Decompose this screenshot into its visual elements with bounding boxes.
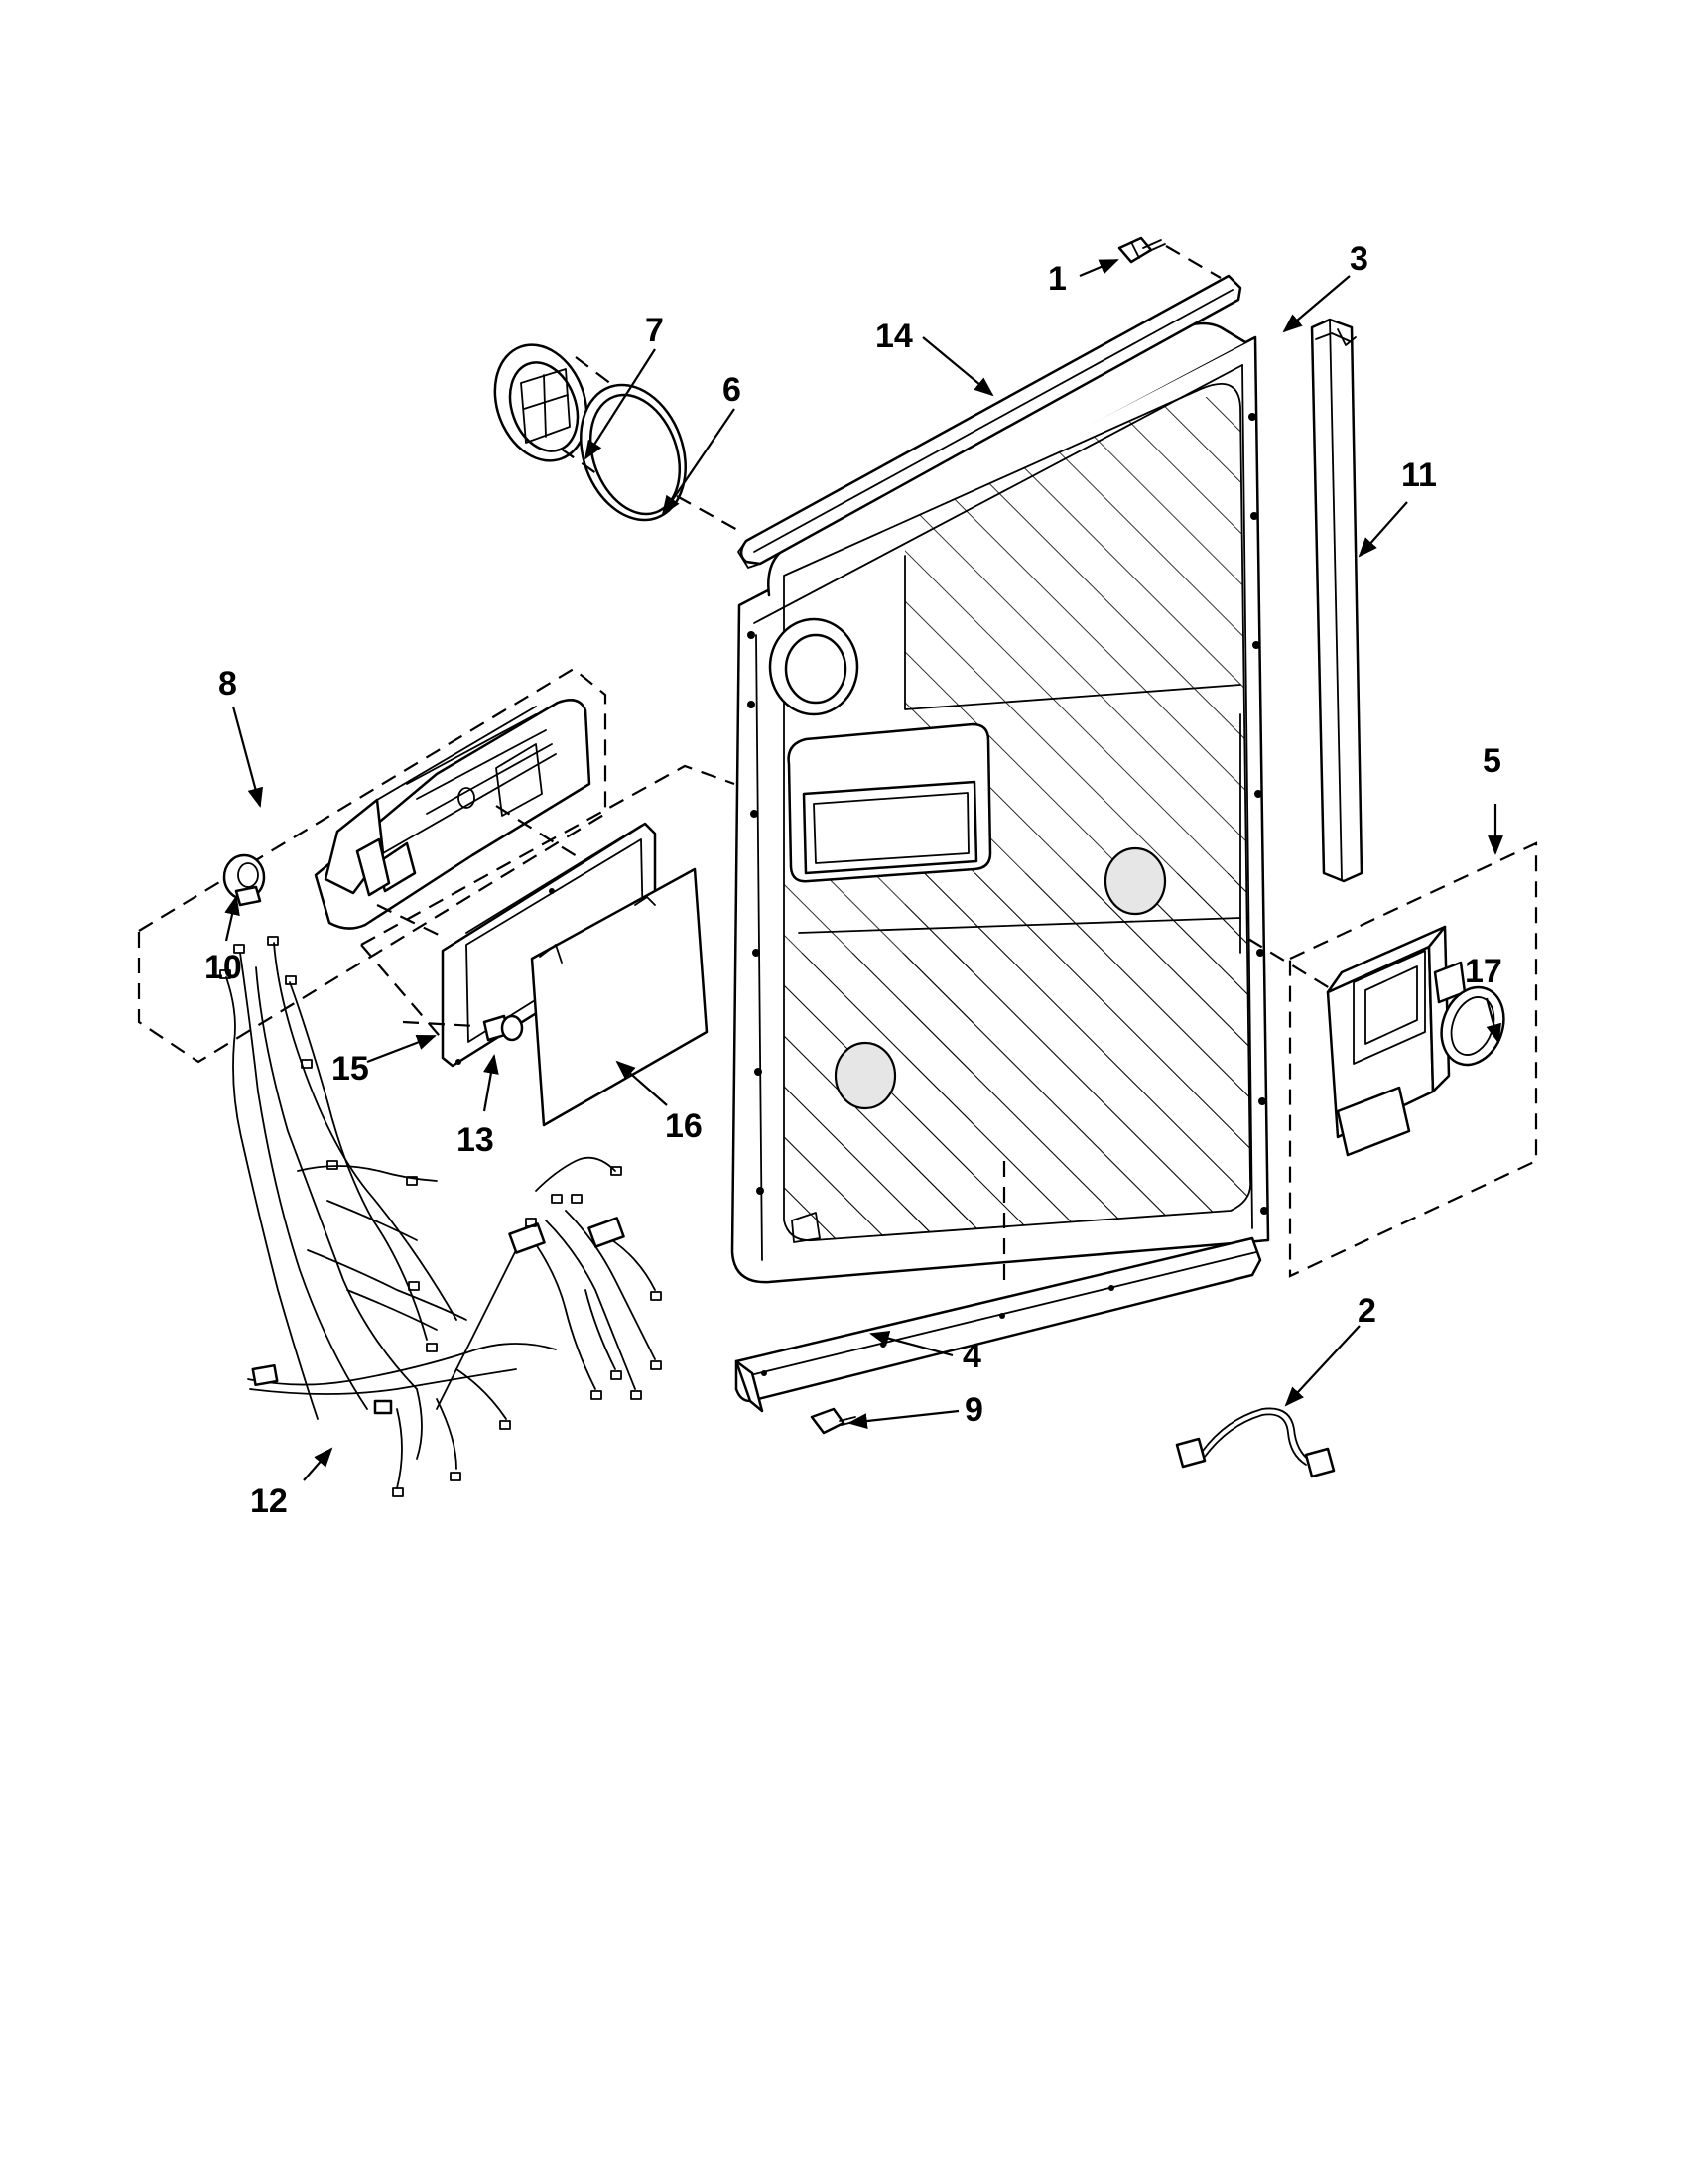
inner-door-panel — [730, 321, 1270, 1284]
screw-bottom — [810, 1407, 858, 1435]
vent-axis-line — [575, 356, 740, 532]
callout-12: 12 — [250, 1482, 288, 1520]
callout-11: 11 — [1401, 456, 1437, 494]
callout-leaders — [224, 258, 1503, 1481]
callout-4: 4 — [963, 1338, 981, 1375]
callout-10: 10 — [204, 949, 242, 986]
callout-5: 5 — [1483, 742, 1501, 780]
vent-cover — [493, 343, 588, 462]
screw-top — [1117, 236, 1222, 279]
top-trim-strip — [737, 274, 1242, 569]
callout-13: 13 — [456, 1121, 494, 1159]
vent-gasket — [580, 383, 687, 522]
callout-16: 16 — [665, 1107, 703, 1145]
callout-15: 15 — [331, 1050, 369, 1088]
callout-6: 6 — [722, 371, 741, 409]
side-trim-strip — [1310, 318, 1363, 883]
callout-8: 8 — [218, 665, 237, 703]
callout-17: 17 — [1465, 953, 1502, 990]
callout-2: 2 — [1358, 1292, 1376, 1330]
vent-to-panel-line — [560, 448, 601, 477]
latch-assembly-group — [1247, 841, 1538, 1278]
control-board-group — [360, 764, 735, 1127]
bottom-trim-strip — [734, 1151, 1262, 1413]
callout-7: 7 — [645, 312, 664, 349]
jumper-cable — [1175, 1407, 1336, 1478]
callout-3: 3 — [1350, 240, 1368, 278]
callout-14: 14 — [875, 318, 913, 355]
callout-9: 9 — [965, 1391, 983, 1429]
wire-harness — [219, 936, 662, 1497]
callout-1: 1 — [1048, 260, 1067, 298]
callout-labels: 1 2 3 4 5 6 7 8 9 10 11 12 13 14 15 16 1… — [204, 240, 1502, 1520]
